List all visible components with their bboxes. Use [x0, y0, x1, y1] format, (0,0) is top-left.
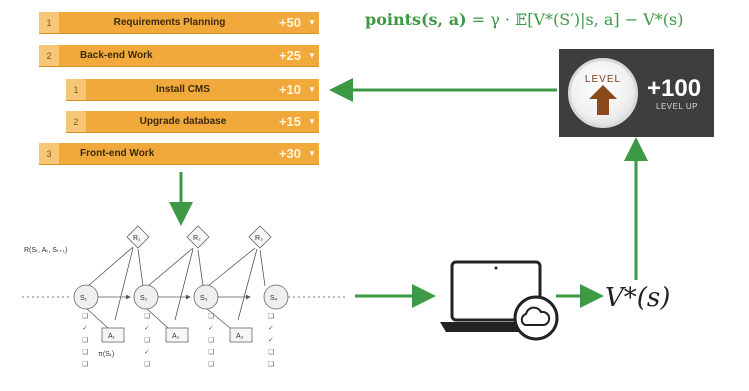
- reward-node: [126, 225, 150, 249]
- dropdown-arrow-icon[interactable]: ▼: [308, 18, 316, 27]
- svg-text:✓: ✓: [268, 336, 274, 344]
- task-number: 3: [39, 143, 60, 164]
- svg-text:❏: ❏: [144, 336, 150, 344]
- state-node: [73, 284, 99, 310]
- dropdown-arrow-icon[interactable]: ▼: [308, 51, 316, 60]
- task-number: 1: [66, 79, 87, 100]
- state-node: [133, 284, 159, 310]
- task-points: +25: [278, 48, 301, 63]
- level-up-panel: LEVEL +100 LEVEL UP: [559, 49, 714, 137]
- svg-text:❏: ❏: [82, 336, 88, 344]
- mdp-rewards: R₁ R₂ R₃ R(Sₜ, Aₜ, Sₜ₊₁): [24, 225, 272, 254]
- reward-node: [186, 225, 210, 249]
- svg-text:❏: ❏: [268, 348, 274, 356]
- action-node: [229, 327, 253, 343]
- svg-text:❏: ❏: [208, 336, 214, 344]
- points-formula: points(s, a) = γ · 𝔼[V*(S′)|s, a] − V*(s…: [365, 10, 683, 29]
- subtask-bar-install-cms[interactable]: 1 Install CMS +10 ▼: [66, 79, 319, 100]
- svg-text:✓: ✓: [208, 324, 214, 332]
- reward-label: R₁: [133, 235, 141, 242]
- svg-text:✓: ✓: [144, 324, 150, 332]
- task-points: +50: [278, 15, 301, 30]
- svg-text:❏: ❏: [208, 360, 214, 368]
- level-up-arrow-icon: [589, 85, 617, 115]
- reward-label: R₃: [255, 235, 263, 242]
- svg-text:❏: ❏: [144, 312, 150, 320]
- task-label: Install CMS: [156, 84, 210, 95]
- level-badge-text: LEVEL: [584, 74, 622, 85]
- dropdown-arrow-icon[interactable]: ▼: [308, 117, 316, 126]
- v-star-label: V*(s): [605, 283, 671, 313]
- task-bar-front-end-work[interactable]: 3 Front-end Work +30 ▼: [39, 143, 319, 164]
- task-points: +10: [278, 82, 301, 97]
- svg-text:✓: ✓: [82, 324, 88, 332]
- task-bar-back-end-work[interactable]: 2 Back-end Work +25 ▼: [39, 45, 319, 66]
- svg-text:✓: ✓: [268, 324, 274, 332]
- formula-lhs: points(s, a): [365, 10, 467, 29]
- svg-text:❏: ❏: [268, 312, 274, 320]
- reward-function-label: R(Sₜ, Aₜ, Sₜ₊₁): [24, 247, 67, 254]
- policy-label: π(Sₜ): [98, 351, 114, 358]
- svg-text:❏: ❏: [82, 312, 88, 320]
- mdp-actions: A₁ A₂ A₃ π(Sₜ): [98, 327, 253, 358]
- svg-text:❏: ❏: [82, 348, 88, 356]
- svg-text:❏: ❏: [82, 360, 88, 368]
- state-label: S₃: [200, 295, 208, 302]
- action-label: A₃: [236, 333, 244, 340]
- svg-text:❏: ❏: [208, 312, 214, 320]
- dropdown-arrow-icon[interactable]: ▼: [308, 149, 316, 158]
- svg-text:✓: ✓: [144, 348, 150, 356]
- action-label: A₁: [108, 333, 116, 340]
- state-node: [193, 284, 219, 310]
- state-label: S₄: [270, 295, 278, 302]
- dropdown-arrow-icon[interactable]: ▼: [308, 85, 316, 94]
- task-number: 1: [39, 12, 60, 33]
- level-caption: LEVEL UP: [656, 102, 698, 111]
- cloud-icon: [513, 295, 559, 341]
- state-node: [263, 284, 289, 310]
- mdp-diagram: [22, 246, 345, 329]
- formula-rhs: = γ · 𝔼[V*(S′)|s, a] − V*(s): [466, 10, 684, 29]
- svg-text:❏: ❏: [208, 348, 214, 356]
- level-badge: LEVEL: [568, 58, 638, 128]
- task-bar-requirements-planning[interactable]: 1 Requirements Planning +50 ▼: [39, 12, 319, 33]
- level-points: +100: [647, 75, 702, 102]
- action-node: [101, 327, 125, 343]
- mdp-states: S₁ S₂ S₃ S₄: [73, 284, 289, 310]
- task-number: 2: [66, 111, 87, 132]
- action-label: A₂: [172, 333, 180, 340]
- action-node: [165, 327, 189, 343]
- subtask-bar-upgrade-database[interactable]: 2 Upgrade database +15 ▼: [66, 111, 319, 132]
- task-points: +30: [278, 146, 301, 161]
- task-number: 2: [39, 45, 60, 66]
- task-points: +15: [278, 114, 301, 129]
- reward-node: [248, 225, 272, 249]
- svg-text:❏: ❏: [268, 360, 274, 368]
- state-label: S₁: [80, 295, 88, 302]
- task-label: Upgrade database: [139, 116, 227, 127]
- task-label: Front-end Work: [80, 148, 155, 159]
- reward-label: R₂: [193, 235, 201, 242]
- svg-text:❏: ❏: [144, 360, 150, 368]
- task-label: Back-end Work: [80, 50, 153, 61]
- task-label: Requirements Planning: [113, 17, 226, 28]
- checklist-icons: ❏ ✓ ❏ ❏ ❏ ❏ ✓ ❏ ✓ ❏ ❏ ✓ ❏ ❏ ❏ ❏ ✓ ✓ ❏ ❏: [82, 312, 274, 368]
- state-label: S₂: [140, 295, 148, 302]
